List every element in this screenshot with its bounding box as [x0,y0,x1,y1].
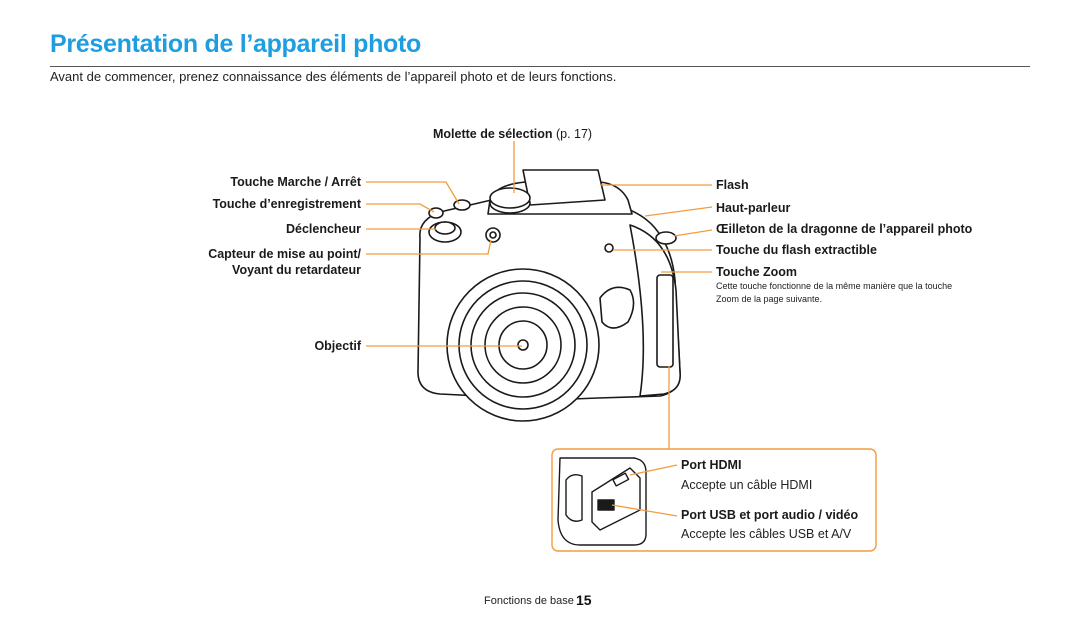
hdmi-description: Accepte un câble HDMI [681,478,813,492]
usb-description: Accepte les câbles USB et A/V [681,527,852,541]
leader-af [366,239,492,255]
label-mode-dial: Molette de sélection (p. 17) [433,127,592,141]
label-power-button: Touche Marche / Arrêt [230,175,361,189]
page-number: 15 [576,592,592,608]
leader-strap [673,229,713,237]
strap-eyelet [655,231,677,245]
label-mode-dial-page: (p. 17) [555,127,593,141]
inset-camera-side [557,457,647,546]
label-af-sensor: Capteur de mise au point/ [208,247,361,261]
zoom-note: Cette touche fonctionne de la même maniè… [716,281,953,304]
usb-av-port [597,499,615,511]
inset-leaders [611,464,678,517]
power-button [453,199,471,211]
label-hdmi-port: Port HDMI [681,458,742,472]
label-shutter: Déclencheur [285,222,361,236]
leader-hdmi [629,464,678,476]
leader-lines [366,141,713,449]
label-strap-eyelet: Œilleton de la dragonne de l’appareil ph… [716,222,973,236]
inset-camera-side-grip [565,473,583,522]
zoom-lever [599,286,635,329]
label-usb-port: Port USB et port audio / vidéo [681,508,859,522]
leader-speaker [644,206,713,217]
leader-usb [611,504,678,517]
label-mode-dial-text: Molette de sélection [433,127,553,141]
intro-text: Avant de commencer, prenez connaissance … [50,69,617,84]
label-flash-button: Touche du flash extractible [716,243,877,257]
shutter-button-top [434,221,456,235]
label-self-timer: Voyant du retardateur [232,263,361,277]
footer-section: Fonctions de base [484,595,574,607]
flash-release-button [604,243,614,253]
title-divider [50,66,1030,67]
record-button [428,207,444,219]
label-speaker: Haut-parleur [716,201,791,215]
label-flash: Flash [716,178,749,192]
page-title: Présentation de l’appareil photo [50,30,422,58]
leader-power [366,181,460,205]
af-sensor-inner [489,231,497,239]
popup-flash [522,169,606,206]
label-record-button: Touche d’enregistrement [212,197,361,211]
label-zoom: Touche Zoom [716,265,798,279]
hdmi-port [612,472,630,487]
camera-illustration [417,169,681,422]
port-door [656,274,674,368]
label-lens: Objectif [314,339,361,353]
lens-center [517,339,529,351]
ports-inset-box [551,448,877,552]
mode-dial-top [489,187,531,209]
leader-record [366,203,435,213]
